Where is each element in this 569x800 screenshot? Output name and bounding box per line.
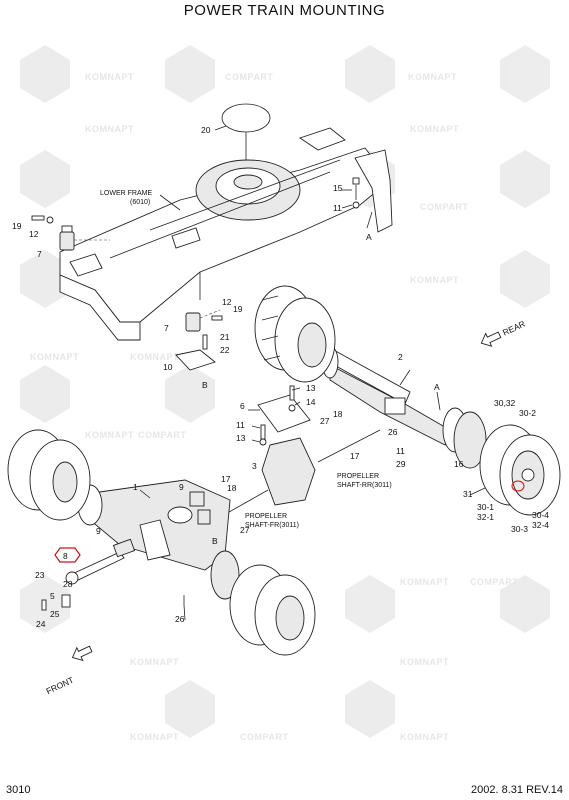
callout-a: A bbox=[366, 232, 372, 242]
callout-11: 11 bbox=[333, 203, 342, 213]
tire-front-left bbox=[7, 429, 91, 521]
callout-20: 20 bbox=[201, 125, 211, 135]
propeller-fr-ref: SHAFT-FR(3011) bbox=[245, 522, 299, 529]
callout-27: 27 bbox=[240, 525, 250, 535]
watermark-text: COMPART bbox=[225, 72, 273, 82]
callout-32-4: 32-4 bbox=[532, 520, 549, 530]
front-label: FRONT bbox=[44, 675, 75, 696]
callout-29: 29 bbox=[396, 459, 406, 469]
tire-front-right bbox=[229, 564, 316, 656]
lower-frame bbox=[59, 127, 393, 341]
callout-12: 12 bbox=[29, 229, 39, 239]
callout-a: A bbox=[434, 382, 440, 392]
callout-21: 21 bbox=[220, 332, 230, 342]
callout-13: 13 bbox=[236, 433, 246, 443]
front-arrow-icon bbox=[71, 645, 93, 662]
pin-parts bbox=[41, 491, 211, 611]
callout-7: 7 bbox=[37, 249, 42, 259]
callout-8: 8 bbox=[63, 551, 68, 561]
watermark-text: KOMNAPT bbox=[130, 732, 179, 742]
callout-18: 18 bbox=[333, 409, 343, 419]
callout-17: 17 bbox=[350, 451, 360, 461]
front-direction: FRONT bbox=[44, 645, 93, 696]
watermark-text: KOMNAPT bbox=[410, 275, 459, 285]
callout-23: 23 bbox=[35, 570, 45, 580]
watermark-text: KOMNAPT bbox=[85, 124, 134, 134]
callout-31: 31 bbox=[463, 489, 473, 499]
rear-arrow-icon bbox=[480, 331, 502, 347]
callout-12: 12 bbox=[222, 297, 232, 307]
lower-frame-label: LOWER FRAME bbox=[100, 190, 152, 197]
watermark-text: KOMNAPT bbox=[408, 72, 457, 82]
watermark-text: KOMNAPT bbox=[130, 352, 179, 362]
callout-10: 10 bbox=[163, 362, 173, 372]
callout-27: 27 bbox=[320, 416, 330, 426]
watermark-text: KOMNAPT bbox=[400, 577, 449, 587]
callout-16: 16 bbox=[454, 459, 464, 469]
rear-direction: REAR bbox=[480, 319, 527, 347]
propeller-shaft-rr bbox=[317, 429, 381, 463]
callout-2: 2 bbox=[398, 352, 403, 362]
rear-label: REAR bbox=[501, 319, 527, 338]
callout-19: 19 bbox=[12, 221, 22, 231]
callout-1: 1 bbox=[133, 482, 138, 492]
watermark-text: COMPART bbox=[470, 577, 518, 587]
callout-30-1: 30-1 bbox=[477, 502, 494, 512]
callout-14: 14 bbox=[306, 397, 316, 407]
watermark-text: KOMNAPT bbox=[85, 72, 134, 82]
propeller-fr-label: PROPELLER bbox=[245, 513, 287, 520]
watermark-text: COMPART bbox=[138, 430, 186, 440]
callout-30-32: 30,32 bbox=[494, 398, 516, 408]
callout-19: 19 bbox=[233, 304, 243, 314]
tire-rear-right bbox=[479, 424, 561, 516]
watermark-text: COMPART bbox=[240, 732, 288, 742]
callout-18: 18 bbox=[227, 483, 237, 493]
watermark-text: KOMNAPT bbox=[85, 430, 134, 440]
page-title: POWER TRAIN MOUNTING bbox=[183, 2, 386, 19]
callout-30-2: 30-2 bbox=[519, 408, 536, 418]
watermark-text: COMPART bbox=[420, 202, 468, 212]
frame-fittings bbox=[31, 177, 360, 371]
callout-30-4: 30-4 bbox=[532, 510, 549, 520]
lower-frame-ref: (6010) bbox=[130, 199, 150, 206]
callout-5: 5 bbox=[50, 591, 55, 601]
callout-26: 26 bbox=[175, 614, 185, 624]
leader-lines bbox=[139, 125, 486, 621]
annotations: LOWER FRAME (6010) PROPELLER SHAFT-RR(30… bbox=[100, 190, 392, 529]
callout-28: 28 bbox=[63, 579, 73, 589]
callout-b: B bbox=[202, 380, 208, 390]
watermark-text: KOMNAPT bbox=[400, 732, 449, 742]
watermark-text: KOMNAPT bbox=[410, 124, 459, 134]
callout-11: 11 bbox=[396, 446, 405, 456]
callout-6: 6 bbox=[240, 401, 245, 411]
callout-24: 24 bbox=[36, 619, 46, 629]
callout-32-1: 32-1 bbox=[477, 512, 494, 522]
callout-30-3: 30-3 bbox=[511, 524, 528, 534]
callout-9: 9 bbox=[96, 526, 101, 536]
callout-9: 9 bbox=[179, 482, 184, 492]
seal-ring-part-20 bbox=[221, 103, 271, 133]
callout-11: 11 bbox=[236, 420, 245, 430]
tire-rear-left bbox=[254, 285, 336, 383]
propeller-rr-label: PROPELLER bbox=[337, 473, 379, 480]
callout-3: 3 bbox=[252, 461, 257, 471]
callout-26: 26 bbox=[388, 427, 398, 437]
callout-17: 17 bbox=[221, 474, 231, 484]
callout-labels: 20 15 11 A 19 12 7 12 19 7 21 22 10 B 2 … bbox=[12, 125, 549, 629]
callout-b: B bbox=[212, 536, 218, 546]
callout-13: 13 bbox=[306, 383, 316, 393]
propeller-rr-ref: SHAFT-RR(3011) bbox=[337, 482, 392, 489]
callout-22: 22 bbox=[220, 345, 230, 355]
rear-axle bbox=[321, 345, 487, 469]
watermark-text: KOMNAPT bbox=[30, 352, 79, 362]
watermark-text: KOMNAPT bbox=[400, 657, 449, 667]
part-8-highlight bbox=[54, 547, 81, 563]
revision-date: 2002. 8.31 REV.14 bbox=[471, 784, 563, 796]
watermark-text: KOMNAPT bbox=[130, 657, 179, 667]
callout-25: 25 bbox=[50, 609, 60, 619]
callout-7: 7 bbox=[164, 323, 169, 333]
page-number: 3010 bbox=[6, 784, 31, 796]
callout-15: 15 bbox=[333, 183, 343, 193]
